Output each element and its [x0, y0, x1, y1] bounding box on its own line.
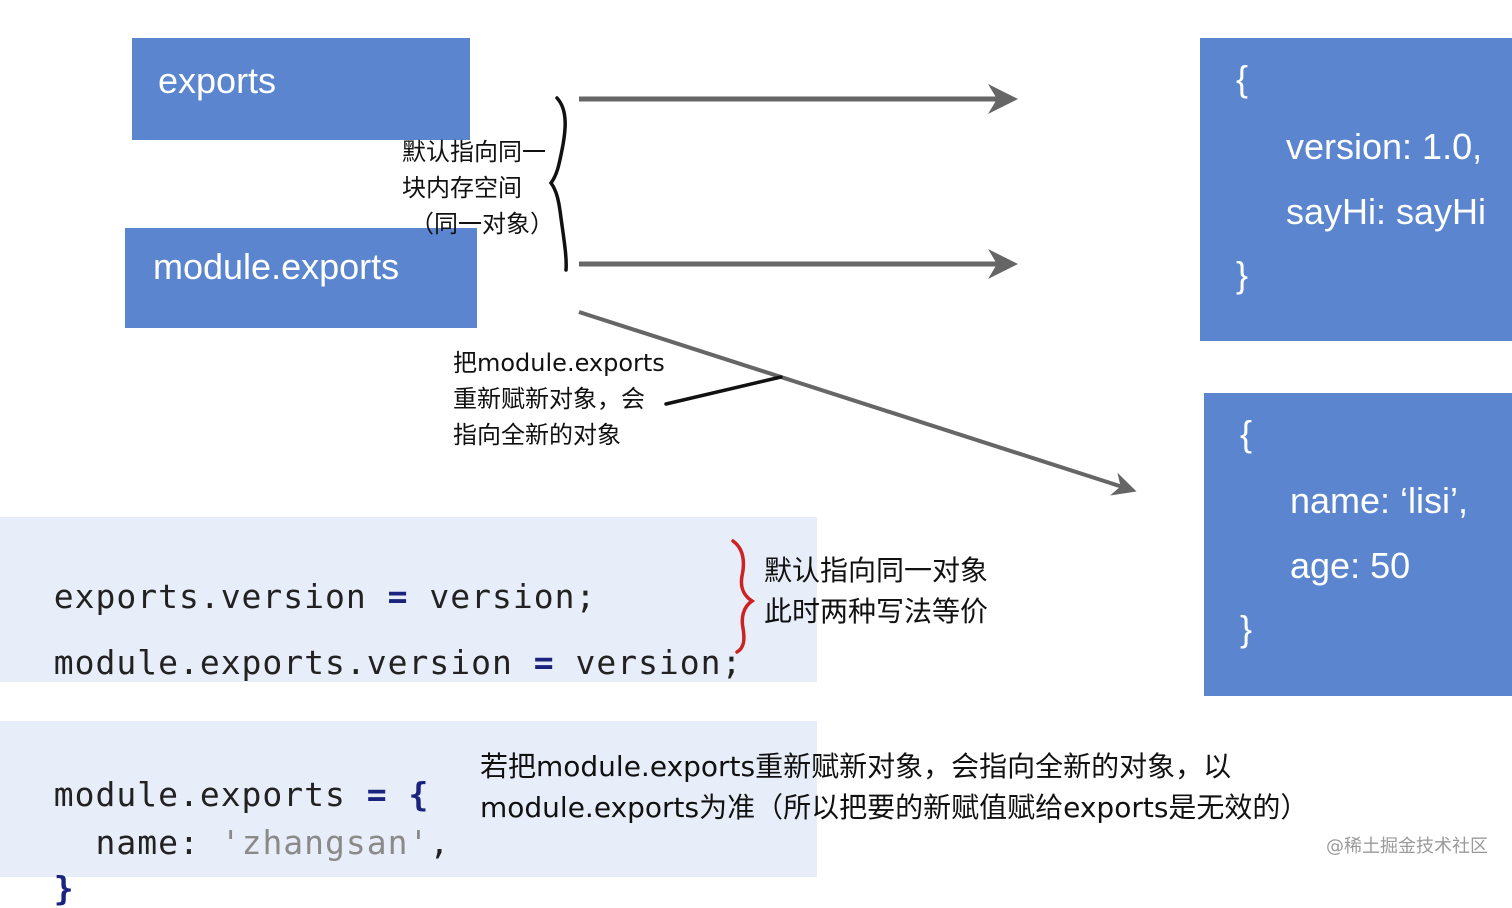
- annotation-pointer-line: [664, 375, 783, 406]
- watermark: @稀土掘金技术社区: [1326, 836, 1488, 857]
- exports-box: exports: [132, 38, 470, 140]
- code-panel-reassign: [0, 721, 817, 877]
- object-b-close-brace: }: [1240, 608, 1253, 649]
- black-curly-brace: [548, 96, 568, 272]
- object-box-version: { version: 1.0, sayHi: sayHi }: [1200, 38, 1512, 341]
- note-equivalent: 默认指向同一对象 此时两种写法等价: [764, 554, 989, 628]
- object-box-lisi: { name: ‘lisi’, age: 50 }: [1204, 393, 1512, 696]
- code-panel-equivalent: [0, 517, 817, 682]
- note-same-object: 默认指向同一 块内存空间 （同一对象）: [402, 138, 554, 238]
- object-a-sayhi: sayHi: sayHi: [1286, 191, 1487, 232]
- code-line-name-zhangsan: name: 'zhangsan',: [53, 823, 451, 862]
- code-line-exports-version: exports.version = version;: [53, 577, 597, 616]
- object-a-open-brace: {: [1236, 58, 1249, 99]
- note-reassign: 把module.exports 重新赋新对象，会 指向全新的对象: [453, 349, 665, 449]
- red-curly-brace: [731, 539, 756, 654]
- object-b-age: age: 50: [1290, 545, 1411, 586]
- object-a-version: version: 1.0,: [1286, 126, 1483, 167]
- object-a-close-brace: }: [1236, 254, 1249, 295]
- arrow-module-exports-to-new-object: [578, 310, 1137, 496]
- diagram-connectors: [548, 84, 1137, 654]
- object-b-name: name: ‘lisi’,: [1290, 480, 1469, 521]
- code-line-module-exports-assign: module.exports = {: [53, 775, 430, 814]
- module-exports-box: module.exports: [125, 228, 477, 328]
- caption-reassign-explanation: 若把module.exports重新赋新对象，会指向全新的对象，以 module…: [480, 750, 1309, 824]
- code-line-module-exports-version: module.exports.version = version;: [53, 643, 743, 682]
- exports-label: exports: [158, 60, 277, 101]
- module-exports-label: module.exports: [153, 246, 400, 287]
- object-b-open-brace: {: [1240, 413, 1253, 454]
